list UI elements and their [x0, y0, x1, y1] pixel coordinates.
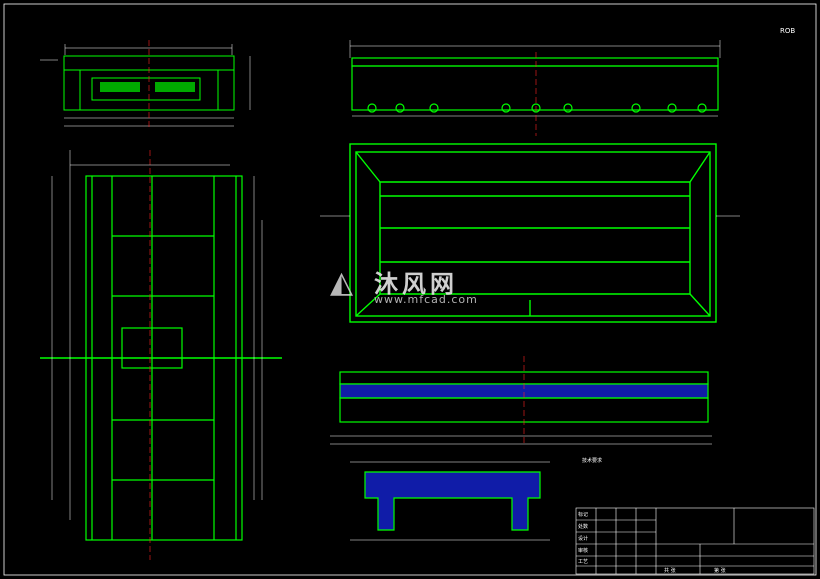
- watermark-logo-icon: ◭: [330, 265, 354, 300]
- view-cross-section: [350, 461, 550, 541]
- title-block: [575, 507, 815, 575]
- title-block-row-label: 处数: [578, 523, 588, 530]
- view-left-plan: [40, 150, 282, 560]
- corner-roughness-label: ROB: [780, 27, 795, 35]
- watermark-title: 沐风网: [374, 270, 458, 298]
- view-right-plan: [320, 143, 740, 323]
- title-block-row-label: 设计: [578, 535, 588, 542]
- title-block-footer-label: 第 张: [714, 567, 726, 574]
- watermark-url: www.mfcad.com: [374, 293, 478, 306]
- title-block-row-label: 审核: [578, 547, 588, 554]
- view-top-left-section: [40, 40, 251, 130]
- view-right-section: [330, 356, 712, 446]
- watermark-logo: ◭ 沐风网 www.mfcad.com: [330, 262, 500, 308]
- title-block-footer-label: 共 张: [664, 567, 676, 574]
- view-top-right-elevation: [349, 40, 721, 136]
- drawing-border: [3, 3, 817, 576]
- notes-heading: 技术要求: [582, 457, 602, 464]
- bolt-holes-row: [367, 103, 707, 113]
- title-block-row-label: 工艺: [578, 559, 588, 565]
- title-block-row-label: 标记: [578, 511, 588, 518]
